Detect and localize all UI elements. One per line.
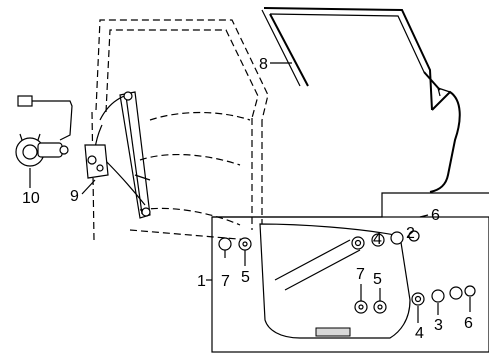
glass-bracket — [315, 327, 351, 337]
callout-2: 2 — [406, 225, 415, 242]
door-glass — [259, 223, 411, 339]
callout-4a: 4 — [373, 231, 382, 248]
callout-6b: 6 — [464, 315, 473, 332]
callout-5b: 5 — [373, 271, 382, 288]
callout-4b: 4 — [415, 325, 424, 342]
callout-1-group: 1 — [197, 273, 212, 290]
window-motor — [15, 95, 73, 167]
callout-10-group: 10 — [22, 168, 40, 207]
door-frame-outline — [91, 19, 269, 241]
glass-assembly-inset — [211, 192, 489, 353]
callout-3: 3 — [434, 317, 443, 334]
callout-8-group: 8 — [259, 56, 292, 73]
callout-1: 1 — [197, 273, 206, 290]
window-regulator — [84, 91, 151, 219]
callout-8: 8 — [259, 56, 268, 73]
callout-7b: 7 — [356, 266, 365, 283]
callout-9-group: 9 — [70, 179, 96, 205]
callout-7a: 7 — [221, 273, 230, 290]
callout-9: 9 — [70, 188, 79, 205]
glass-run-channel — [261, 7, 461, 193]
callout-5a: 5 — [241, 269, 250, 286]
callout-6a: 6 — [431, 207, 440, 224]
callout-10: 10 — [22, 190, 40, 207]
